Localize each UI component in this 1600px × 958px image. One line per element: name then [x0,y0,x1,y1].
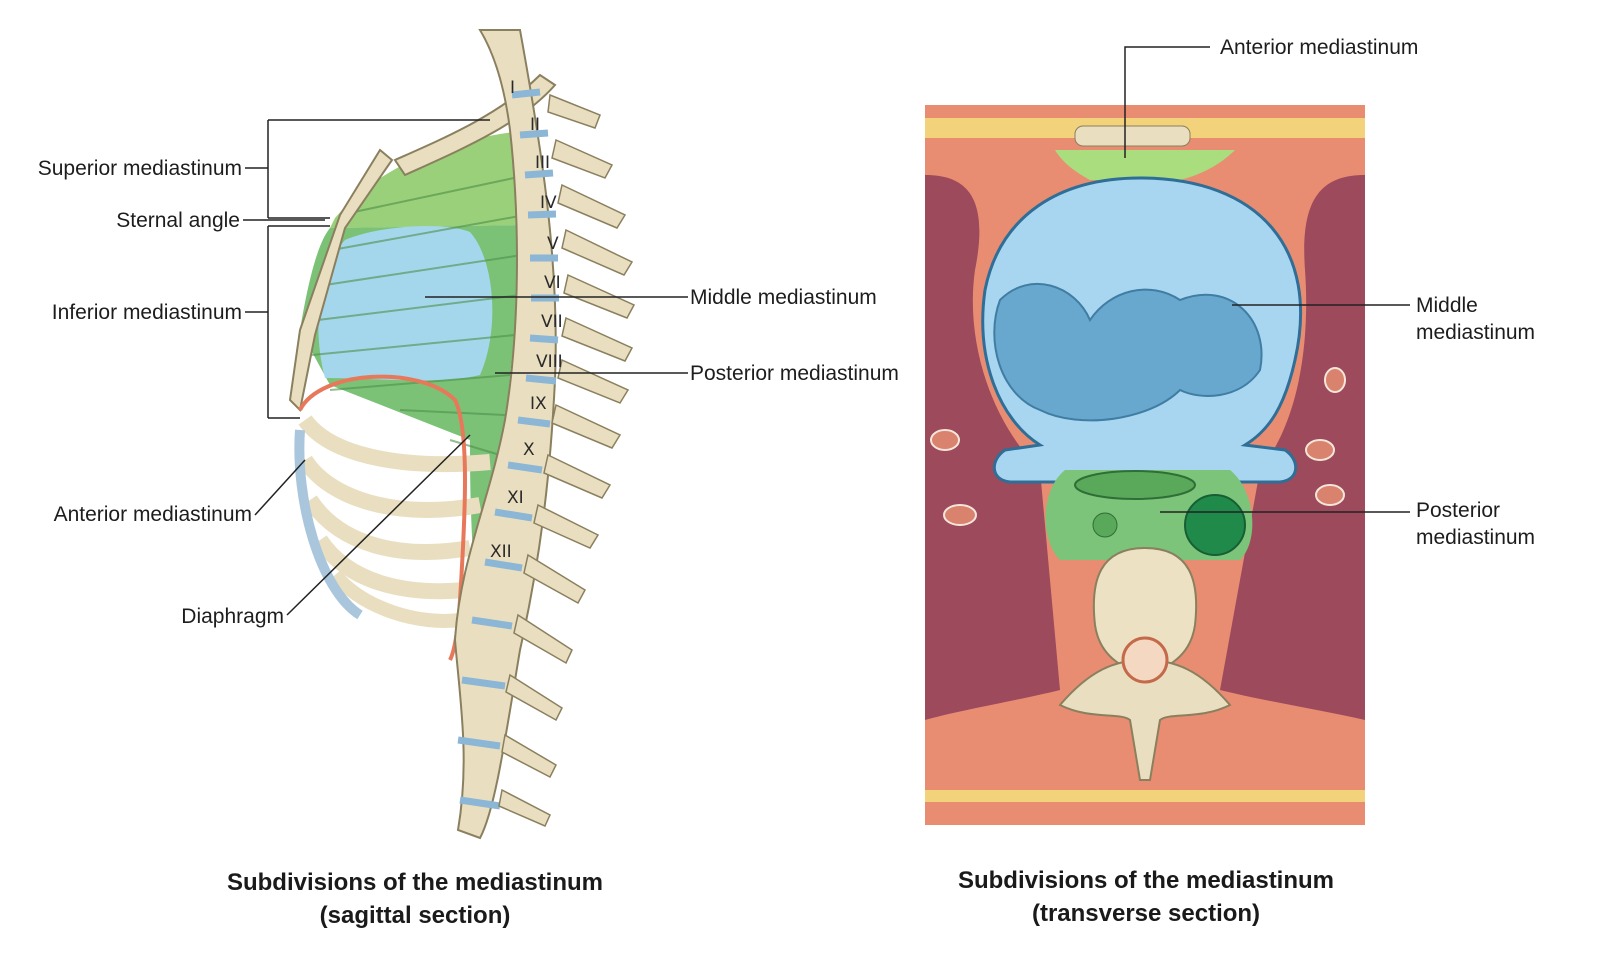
vertebra-label-2: II [530,115,540,135]
caption-sagittal: Subdivisions of the mediastinum (sagitta… [155,866,675,932]
caption-transverse-line1: Subdivisions of the mediastinum [957,867,1335,894]
caption-transverse: Subdivisions of the mediastinum (transve… [886,864,1406,930]
label-middle-line1: Middle [1416,294,1478,317]
anterior-mediastinum-region [1055,150,1235,180]
transverse-leader-lines [1124,46,1410,513]
label-anterior-mediastinum-transverse: Anterior mediastinum [1220,36,1419,59]
label-middle-mediastinum-transverse: Middle mediastinum [1416,292,1566,346]
vertebra-label-7: VII [541,312,563,332]
right-lung [1220,175,1365,720]
label-diaphragm: Diaphragm [181,605,284,628]
label-sternal-angle: Sternal angle [116,209,240,232]
label-middle-mediastinum-sagittal: Middle mediastinum [690,286,877,309]
caption-sagittal-line2: (sagittal section) [319,902,511,929]
vertebral-arch [1058,658,1232,781]
label-middle-line2: mediastinum [1416,321,1536,344]
vertebra-label-8: VIII [536,352,563,372]
vertebra-label-1: I [510,78,515,98]
vertebra-label-9: IX [530,394,547,414]
vertebral-column [453,29,557,840]
label-anterior-mediastinum-sagittal: Anterior mediastinum [53,503,252,526]
label-inferior-mediastinum: Inferior mediastinum [51,301,242,324]
vertebra-label-11: XI [507,488,524,508]
sagittal-illustration: I II III IV V VI VII VIII IX X XI XII [243,29,688,840]
sternum-section [1074,125,1191,147]
vertebra-label-12: XII [490,542,512,562]
superior-mediastinum-region [330,130,530,228]
label-posterior-line2: mediastinum [1416,526,1536,549]
left-lung [925,175,1060,720]
caption-sagittal-line1: Subdivisions of the mediastinum [226,869,604,896]
middle-mediastinum-region [318,226,493,381]
label-posterior-mediastinum-transverse: Posterior mediastinum [1416,497,1566,551]
aorta [1184,494,1246,556]
label-superior-mediastinum: Superior mediastinum [37,157,242,180]
heart [993,283,1263,422]
caption-transverse-line2: (transverse section) [1031,900,1261,927]
spinal-cord [1121,636,1169,684]
label-posterior-line1: Posterior [1416,499,1501,522]
label-posterior-mediastinum-sagittal: Posterior mediastinum [690,362,899,385]
vertebra-label-10: X [523,440,535,460]
sagittal-leader-lines [243,119,688,616]
vertebra-label-6: VI [544,273,561,293]
esophagus [1074,470,1196,500]
transverse-illustration [925,46,1410,825]
vertebra-label-5: V [547,234,559,254]
vertebra-label-3: III [535,153,550,173]
vertebra-label-4: IV [540,193,557,213]
